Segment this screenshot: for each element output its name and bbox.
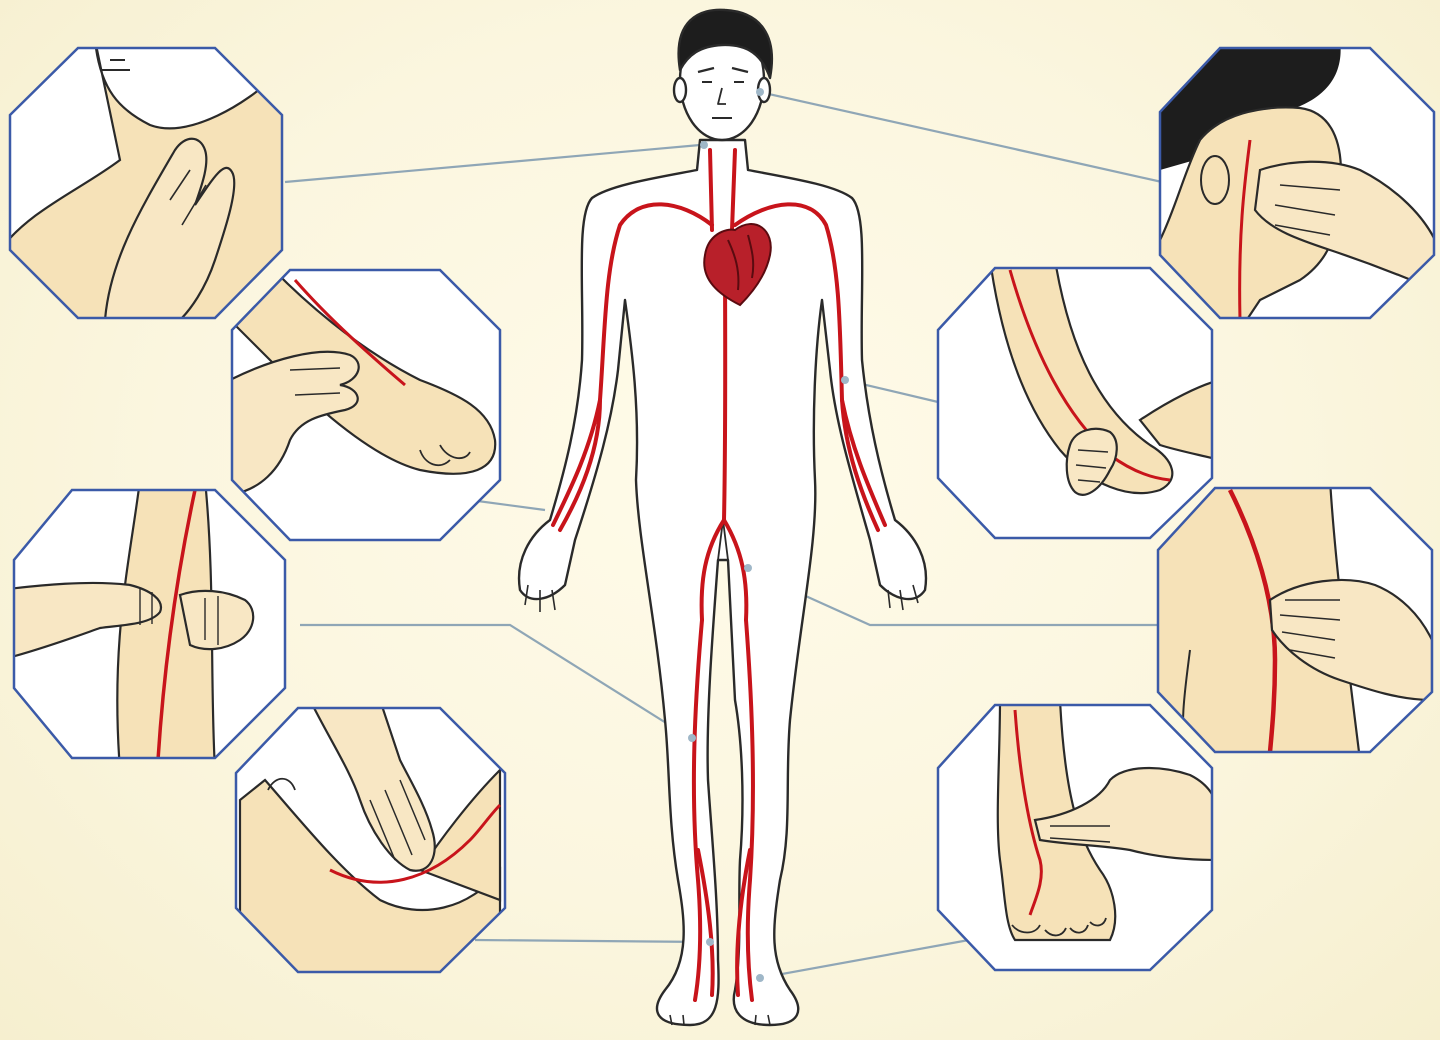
panel-pedis — [938, 700, 1220, 970]
panel-radial — [230, 250, 500, 540]
panel-tibial — [236, 700, 505, 980]
ear-left — [674, 78, 686, 102]
marker-pedis — [756, 974, 764, 982]
marker-temporal — [756, 88, 764, 96]
connector-pedis — [760, 938, 980, 978]
connector-popliteal — [748, 570, 1160, 625]
carotid-artery-left — [710, 150, 712, 230]
connector-tibial — [475, 940, 710, 942]
panel-femoral — [0, 480, 285, 770]
panel-carotid — [0, 40, 300, 330]
marker-popliteal — [744, 564, 752, 572]
panel-popliteal — [1150, 480, 1432, 760]
marker-carotid — [700, 141, 708, 149]
panel-temporal — [1160, 40, 1435, 330]
marker-femoral — [688, 734, 696, 742]
connector-radial — [470, 500, 545, 510]
panel-brachial — [938, 260, 1220, 538]
marker-tibial — [706, 938, 714, 946]
marker-brachial — [841, 376, 849, 384]
connector-carotid — [285, 145, 700, 182]
connector-temporal — [760, 92, 1162, 182]
